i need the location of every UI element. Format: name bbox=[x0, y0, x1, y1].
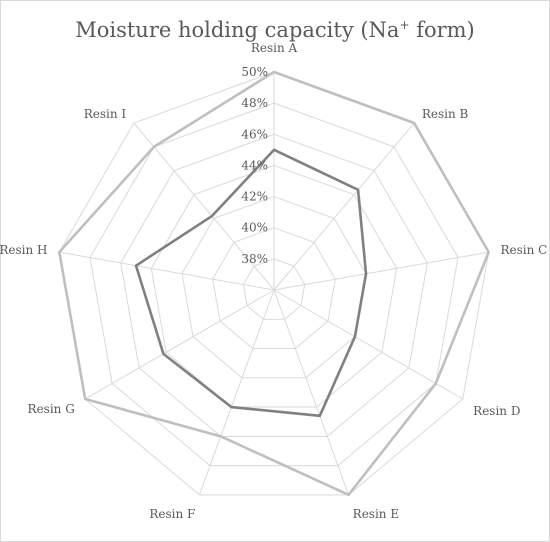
category-label-resin-i: Resin I bbox=[84, 107, 127, 121]
gridline-ring-48 bbox=[89, 102, 459, 467]
category-label-resin-d: Resin D bbox=[473, 404, 520, 418]
series-layer bbox=[58, 70, 490, 497]
gridline-ring-42 bbox=[181, 196, 367, 379]
category-label-resin-a: Resin A bbox=[251, 41, 298, 55]
tick-label-40: 40% bbox=[241, 221, 268, 235]
spoke-resin-e bbox=[273, 289, 350, 496]
tick-label-48: 48% bbox=[241, 96, 268, 110]
category-labels-layer: Resin A Resin B Resin C Resin D Resin E Resin… bbox=[0, 41, 547, 521]
category-label-resin-g: Resin G bbox=[28, 402, 75, 416]
tick-label-44: 44% bbox=[241, 158, 268, 172]
spoke-resin-h bbox=[59, 251, 275, 291]
tick-labels-layer: 38% 40% 42% 44% 46% 48% 50% bbox=[241, 65, 268, 266]
chart-title-end: form) bbox=[409, 18, 475, 42]
chart-title: Moisture holding capacity (Na+ form) bbox=[0, 18, 550, 42]
category-label-resin-h: Resin H bbox=[0, 243, 47, 257]
chart-title-main: Moisture holding capacity (Na bbox=[75, 18, 400, 42]
tick-label-38: 38% bbox=[241, 252, 268, 266]
category-label-resin-f: Resin F bbox=[149, 507, 195, 521]
gridline-ring-44 bbox=[150, 164, 398, 408]
series-2-line bbox=[134, 148, 368, 418]
tick-label-42: 42% bbox=[241, 190, 268, 204]
tick-label-50: 50% bbox=[241, 65, 268, 79]
spoke-resin-i bbox=[133, 122, 275, 291]
grid-layer bbox=[58, 71, 490, 496]
category-label-resin-e: Resin E bbox=[353, 507, 399, 521]
gridline-ring-40 bbox=[212, 227, 336, 350]
category-label-resin-c: Resin C bbox=[501, 243, 548, 257]
spoke-resin-f bbox=[198, 289, 275, 496]
category-label-resin-b: Resin B bbox=[422, 107, 469, 121]
chart-title-superscript: + bbox=[399, 18, 410, 32]
series-1-line bbox=[58, 70, 490, 497]
spoke-resin-b bbox=[273, 122, 415, 291]
gridline-ring-46 bbox=[120, 133, 428, 437]
spoke-resin-d bbox=[273, 289, 464, 400]
gridline-ring-38 bbox=[242, 258, 306, 320]
tick-label-46: 46% bbox=[241, 127, 268, 141]
spoke-resin-c bbox=[273, 251, 489, 291]
spoke-resin-g bbox=[84, 289, 275, 400]
